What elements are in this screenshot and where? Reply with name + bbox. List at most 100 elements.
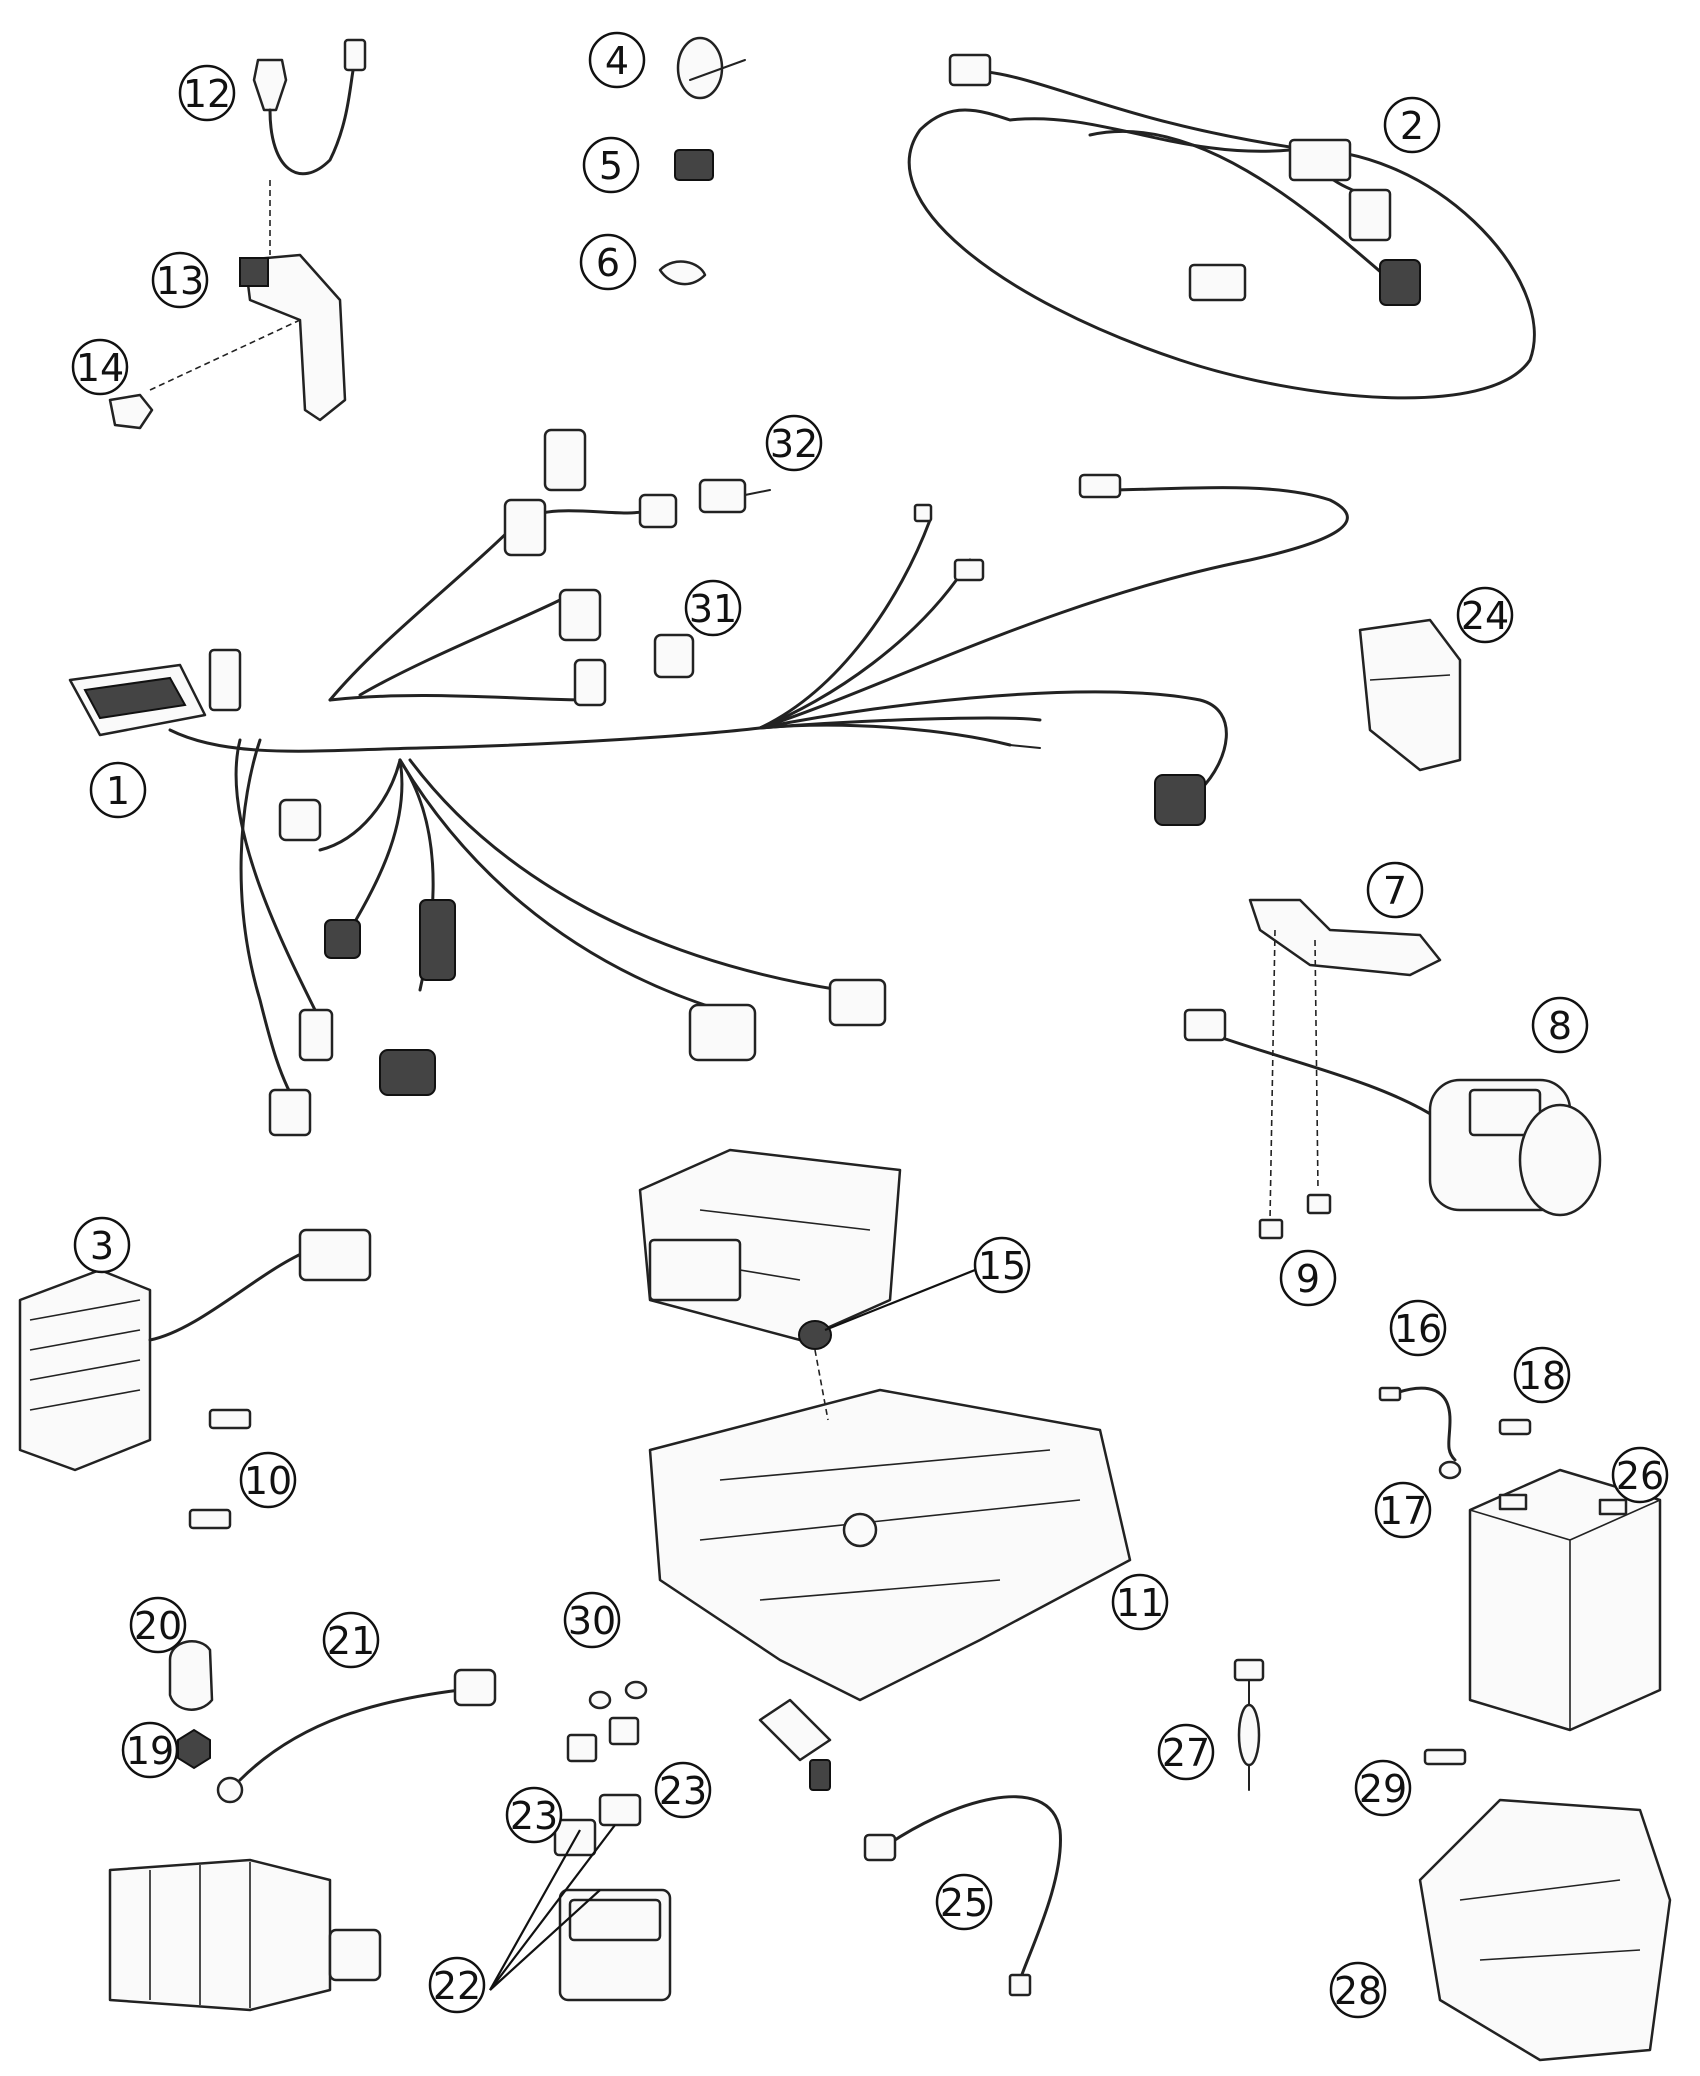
callout-circle [178, 64, 236, 122]
callout-8: 8 [1531, 996, 1589, 1054]
callout-circle [505, 1786, 563, 1844]
callout-circle [973, 1236, 1031, 1294]
cover-screw [1423, 1748, 1467, 1766]
starter-cable [216, 1668, 497, 1804]
callout-circle [1366, 861, 1424, 919]
callout-number: 1 [106, 769, 130, 813]
callout-circle [582, 136, 640, 194]
callout-circle [1157, 1723, 1215, 1781]
callout-circle [1456, 586, 1514, 644]
callout-number: 32 [770, 422, 818, 466]
callout-number: 9 [1296, 1257, 1320, 1301]
callout-circle [1383, 96, 1441, 154]
callout-number: 21 [327, 1619, 375, 1663]
callout-4: 4 [588, 31, 646, 89]
fuse-right [608, 1716, 640, 1746]
starter-motor [108, 1858, 382, 2012]
callout-21: 21 [322, 1611, 380, 1669]
nut [177, 1728, 211, 1770]
regulator-screws [188, 1408, 252, 1530]
callout-20: 20 [129, 1596, 187, 1654]
callout-number: 28 [1334, 1969, 1382, 2013]
connector-part-31 [653, 633, 695, 679]
callout-22: 22 [428, 1956, 486, 2014]
callout-circle [1611, 1446, 1669, 1504]
callout-number: 4 [605, 39, 629, 83]
callout-number: 20 [134, 1604, 182, 1648]
callout-circle [1279, 1249, 1337, 1307]
ground-screw [1498, 1418, 1532, 1436]
callout-circle [563, 1591, 621, 1649]
callout-number: 13 [156, 259, 204, 303]
callout-number: 19 [126, 1729, 174, 1773]
clip-part-5 [674, 149, 714, 181]
handlebar-switch-harness [907, 53, 1536, 400]
callout-circle [1354, 1759, 1412, 1817]
starter-relay [1183, 1008, 1602, 1217]
callout-circle [935, 1873, 993, 1931]
callout-circle [73, 1216, 131, 1274]
callout-13: 13 [151, 251, 209, 309]
callout-number: 2 [1400, 104, 1424, 148]
callout-18: 18 [1513, 1346, 1571, 1404]
callout-number: 6 [596, 241, 620, 285]
callout-circle [121, 1721, 179, 1779]
callout-circle [239, 1451, 297, 1509]
cable-part-25 [863, 1795, 1062, 1997]
connector-part-32 [698, 478, 771, 514]
callout-circle [1111, 1573, 1169, 1631]
callout-number: 16 [1394, 1307, 1442, 1351]
callout-circle [129, 1596, 187, 1654]
callout-number: 24 [1461, 594, 1509, 638]
callout-11: 11 [1111, 1573, 1169, 1631]
protective-cover [1358, 618, 1462, 772]
relay-bracket [1248, 898, 1442, 977]
push-button-switch [252, 38, 367, 255]
callout-27: 27 [1157, 1723, 1215, 1781]
callout-circle [1389, 1299, 1447, 1357]
callout-number: 25 [940, 1881, 988, 1925]
battery [1468, 1468, 1662, 1732]
callout-25: 25 [935, 1873, 993, 1931]
callout-14: 14 [71, 338, 129, 396]
callout-number: 15 [978, 1244, 1026, 1288]
relay-bracket-screws [1258, 929, 1332, 1240]
callout-number: 27 [1162, 1731, 1210, 1775]
fuse-box [553, 1793, 672, 2002]
callout-circle [1513, 1346, 1571, 1404]
callout-23: 23 [654, 1761, 712, 1819]
bracket-screw [108, 319, 301, 430]
callout-31: 31 [684, 579, 742, 637]
callout-circle [1374, 1481, 1432, 1539]
fuse-caps [588, 1680, 648, 1710]
callout-32: 32 [765, 414, 823, 472]
callout-15: 15 [973, 1236, 1031, 1294]
callout-number: 14 [76, 346, 124, 390]
electronics-tray [648, 1388, 1132, 1791]
callout-3: 3 [73, 1216, 131, 1274]
callout-16: 16 [1389, 1299, 1447, 1357]
callout-number: 31 [689, 587, 737, 631]
voltage-regulator [18, 1228, 372, 1472]
callout-circle [684, 579, 742, 637]
ground-cable [1378, 1386, 1457, 1462]
clip-part-6 [658, 260, 707, 286]
callout-circle [1329, 1961, 1387, 2019]
callout-number: 30 [568, 1599, 616, 1643]
switch-bracket [239, 253, 347, 422]
callout-23: 23 [505, 1786, 563, 1844]
callout-5: 5 [582, 136, 640, 194]
callout-circle [89, 761, 147, 819]
callout-circle [71, 338, 129, 396]
callout-circle [654, 1761, 712, 1819]
callout-number: 8 [1548, 1004, 1572, 1048]
callout-number: 5 [599, 144, 623, 188]
callout-29: 29 [1354, 1759, 1412, 1817]
callout-6: 6 [579, 233, 637, 291]
callout-circle [765, 414, 823, 472]
callout-number: 22 [433, 1964, 481, 2008]
callout-9: 9 [1279, 1249, 1337, 1307]
callout-circle [588, 31, 646, 89]
callout-circle [428, 1956, 486, 2014]
